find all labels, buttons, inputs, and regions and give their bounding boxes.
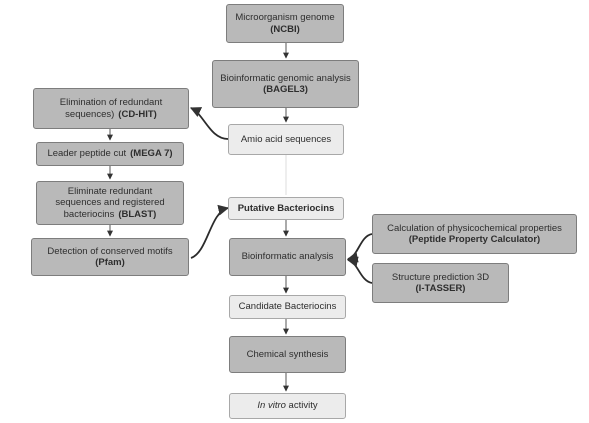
curved-arrows bbox=[190, 107, 373, 284]
node-structure-title: Structure prediction 3D bbox=[391, 271, 490, 283]
node-invitro-italic: In vitro bbox=[257, 400, 286, 412]
node-leader-peptide-cut: Leader peptide cut(MEGA 7) bbox=[36, 142, 184, 166]
node-chemical-synthesis: Chemical synthesis bbox=[229, 336, 346, 373]
arrow-structure-to-bioanalysis bbox=[346, 256, 373, 284]
node-physicochemical-properties: Calculation of physicochemical propertie… bbox=[372, 214, 577, 254]
node-leader-text: Leader peptide cut bbox=[47, 148, 127, 160]
node-putative-bacteriocins: Putative Bacteriocins bbox=[228, 197, 344, 220]
node-blast-line1: Eliminate redundant bbox=[67, 185, 153, 197]
node-pfam-tool: (Pfam) bbox=[95, 257, 125, 268]
node-in-vitro-activity: In vitro activity bbox=[229, 393, 346, 419]
node-putative-text: Putative Bacteriocins bbox=[237, 202, 335, 214]
node-conserved-motifs: Detection of conserved motifs (Pfam) bbox=[31, 238, 189, 276]
node-genomic-analysis: Bioinformatic genomic analysis (BAGEL3) bbox=[212, 60, 359, 108]
arrow-pfam-to-putative bbox=[190, 204, 230, 259]
node-genomic-title: Bioinformatic genomic analysis bbox=[220, 72, 351, 84]
node-elimination-redundant: Elimination of redundant sequences)(CD-H… bbox=[33, 88, 189, 129]
node-cdhit-text: sequences) bbox=[65, 108, 115, 120]
node-cdhit-line2: sequences)(CD-HIT) bbox=[65, 109, 157, 121]
node-candidate-text: Candidate Bacteriocins bbox=[238, 301, 337, 313]
node-pfam-title: Detection of conserved motifs bbox=[47, 245, 173, 257]
node-microorganism-genome: Microorganism genome (NCBI) bbox=[226, 4, 344, 43]
node-blast-line3: bacteriocins(BLAST) bbox=[64, 209, 157, 221]
node-structure-tool: (I-TASSER) bbox=[415, 283, 466, 294]
node-blast-text: bacteriocins bbox=[63, 208, 115, 220]
node-cdhit-tool: (CD-HIT) bbox=[118, 108, 157, 120]
node-genomic-tool: (BAGEL3) bbox=[263, 84, 308, 95]
node-leader-line: Leader peptide cut(MEGA 7) bbox=[47, 148, 172, 160]
node-aminoacid-text: Amio acid sequences bbox=[240, 133, 332, 145]
node-invitro-rest: activity bbox=[285, 400, 318, 412]
node-structure-prediction: Structure prediction 3D (I-TASSER) bbox=[372, 263, 509, 303]
node-blast-tool: (BLAST) bbox=[118, 208, 157, 220]
node-physchem-title: Calculation of physicochemical propertie… bbox=[387, 222, 562, 234]
node-bioinformatic-analysis: Bioinformatic analysis bbox=[229, 238, 346, 276]
node-genome-tool: (NCBI) bbox=[270, 23, 300, 35]
node-cdhit-line1: Elimination of redundant bbox=[59, 97, 163, 108]
node-physchem-tool: (Peptide Property Calculator) bbox=[408, 234, 541, 245]
arrow-physchem-to-bioanalysis bbox=[346, 233, 373, 263]
node-genome-title: Microorganism genome bbox=[235, 12, 335, 23]
node-synthesis-text: Chemical synthesis bbox=[246, 348, 329, 360]
node-invitro-line: In vitro activity bbox=[257, 400, 317, 412]
node-bioanalysis-text: Bioinformatic analysis bbox=[241, 251, 334, 263]
node-leader-tool: (MEGA 7) bbox=[130, 148, 173, 160]
node-amino-acid-sequences: Amio acid sequences bbox=[228, 124, 344, 155]
main-flow-arrows bbox=[107, 43, 289, 392]
node-candidate-bacteriocins: Candidate Bacteriocins bbox=[229, 295, 346, 319]
node-blast-line2: sequences and registered bbox=[55, 197, 165, 209]
arrow-aminoacid-to-cdhit bbox=[190, 107, 229, 140]
node-eliminate-redundant-blast: Eliminate redundant sequences and regist… bbox=[36, 181, 184, 225]
